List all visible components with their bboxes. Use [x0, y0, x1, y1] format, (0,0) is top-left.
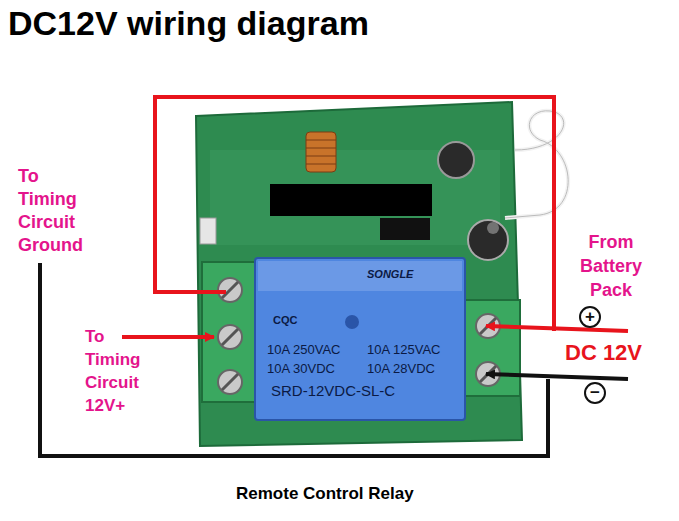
- antenna-wire-edge: [505, 111, 568, 218]
- relay-marking: 10A 28VDC: [367, 361, 435, 376]
- relay-marking: 10A 250VAC: [267, 342, 340, 357]
- relay-dot: [345, 315, 359, 329]
- ic-chip: [380, 218, 430, 240]
- polarity-circle: [585, 383, 605, 403]
- relay-marking: 10A 30VDC: [267, 361, 335, 376]
- diagram-title: DC12V wiring diagram: [8, 4, 369, 43]
- red-arrow: [486, 326, 628, 331]
- diagram-caption: Remote Control Relay: [236, 484, 414, 504]
- relay-body: [255, 258, 465, 420]
- coil: [306, 132, 336, 172]
- redacted-chip: [270, 184, 432, 216]
- wire-label: From Battery Pack: [580, 230, 642, 302]
- antenna-wire: [505, 111, 568, 218]
- relay-marking: 10A 125VAC: [367, 342, 440, 357]
- wire-label: To Timing Circuit Ground: [18, 165, 83, 257]
- relay-marking: SONGLE: [367, 268, 413, 280]
- red-wire: [155, 97, 554, 331]
- terminal-block: [462, 300, 520, 396]
- black-wire: [40, 263, 548, 456]
- relay-label-area: SONGLE CQC 10A 250VAC 10A 125VAC 10A 30VDC 10…: [255, 258, 465, 420]
- black-arrow: [486, 374, 628, 379]
- polarity-sign: −: [590, 384, 600, 401]
- relay-marking: CQC: [273, 314, 297, 326]
- polarity-circle: [580, 307, 600, 327]
- polarity-sign: +: [585, 308, 595, 325]
- red-arrow: [122, 335, 214, 339]
- relay-marking: SRD-12VDC-SL-C: [271, 382, 395, 399]
- push-button: [200, 218, 216, 244]
- capacitor: [468, 220, 508, 260]
- capacitor: [438, 142, 474, 178]
- pcb-board: [196, 102, 522, 446]
- voltage-label: DC 12V: [565, 340, 642, 366]
- wire-label: To Timing Circuit 12V+: [85, 325, 140, 417]
